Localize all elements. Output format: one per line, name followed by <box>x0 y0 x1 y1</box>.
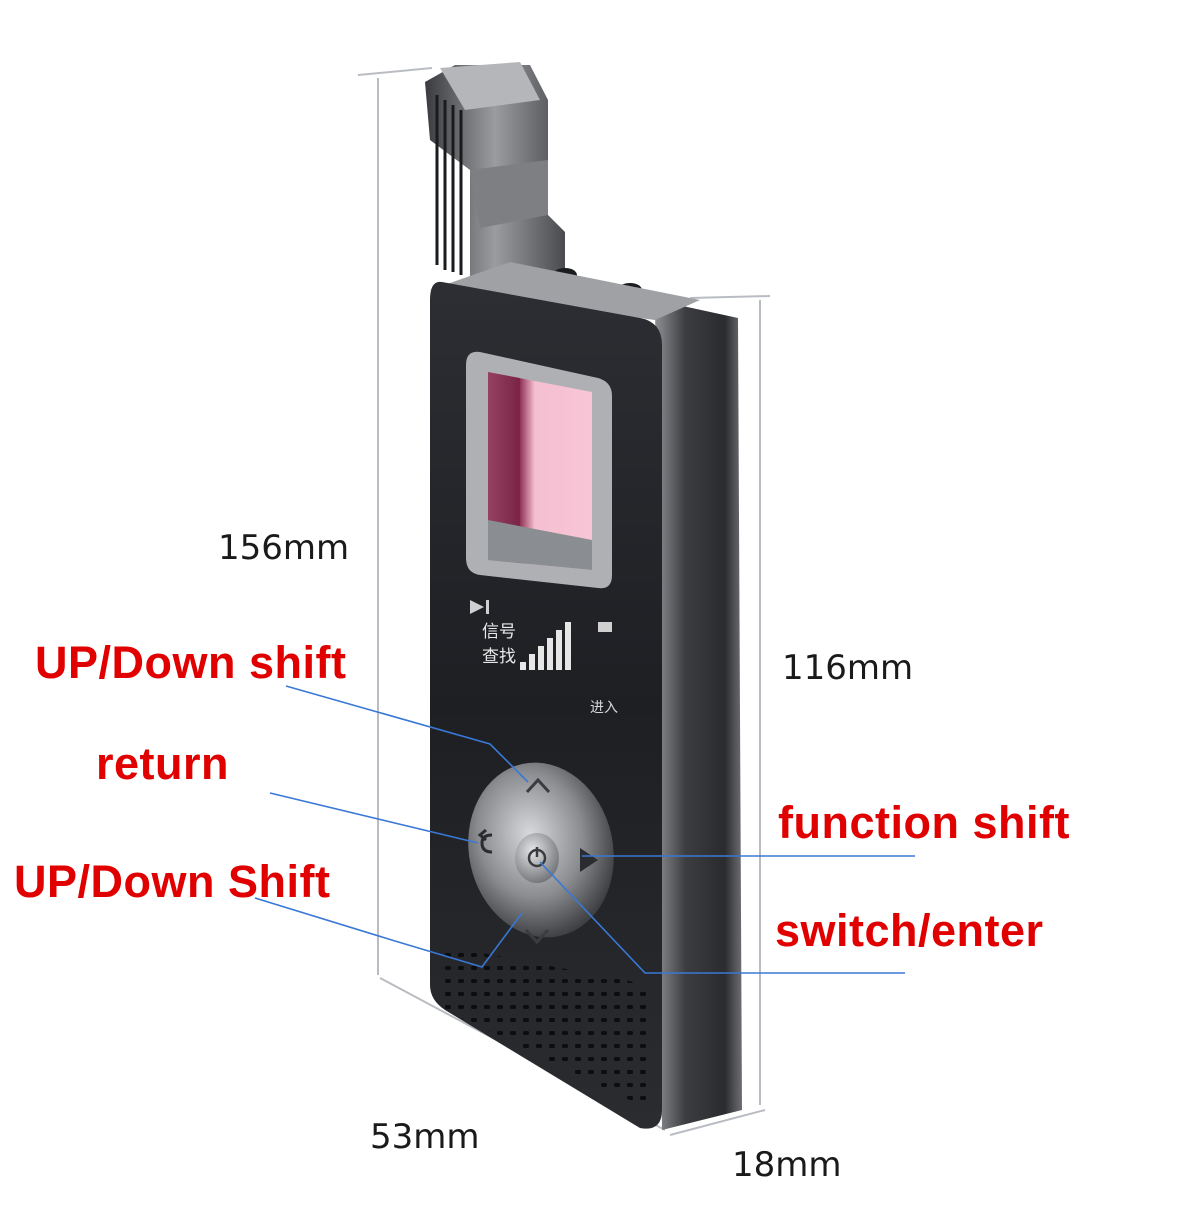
signal-bar <box>538 646 544 670</box>
signal-bar <box>529 654 535 670</box>
callout-switch-enter: switch/enter <box>775 905 1044 956</box>
return-button[interactable] <box>477 828 493 854</box>
callout-function-shift: function shift <box>778 797 1070 848</box>
speaker-grill <box>440 945 650 1110</box>
lens-window <box>466 351 612 589</box>
signal-bar <box>520 662 526 670</box>
up-button[interactable] <box>525 777 551 794</box>
callout-return: return <box>96 738 230 789</box>
device-top <box>430 262 700 320</box>
display-screen: 信号 查找 进入 <box>470 600 618 716</box>
function-button[interactable] <box>580 848 598 872</box>
down-button[interactable] <box>524 928 550 945</box>
control-pad <box>468 762 614 945</box>
callout-up-down-shift-lower: UP/Down Shift <box>14 856 331 907</box>
antenna <box>425 62 565 305</box>
signal-bar <box>547 638 553 670</box>
device-side <box>655 300 742 1130</box>
signal-bars-icon <box>520 622 571 670</box>
callout-up-down-shift: UP/Down shift <box>35 637 347 688</box>
dim-body-height: 116mm <box>782 648 914 688</box>
screen-line-2: 查找 <box>482 647 516 667</box>
dim-depth: 18mm <box>732 1145 842 1185</box>
signal-bar <box>556 630 562 670</box>
dim-width: 53mm <box>370 1117 480 1157</box>
signal-bar <box>565 622 571 670</box>
depth-18-line <box>669 1109 766 1136</box>
screen-enter-label: 进入 <box>590 700 618 716</box>
leader-lines <box>254 685 915 974</box>
play-pause-icon <box>470 600 484 614</box>
battery-icon <box>598 622 612 632</box>
screen-line-1: 信号 <box>482 622 516 642</box>
dim-total-height: 156mm <box>218 528 350 568</box>
